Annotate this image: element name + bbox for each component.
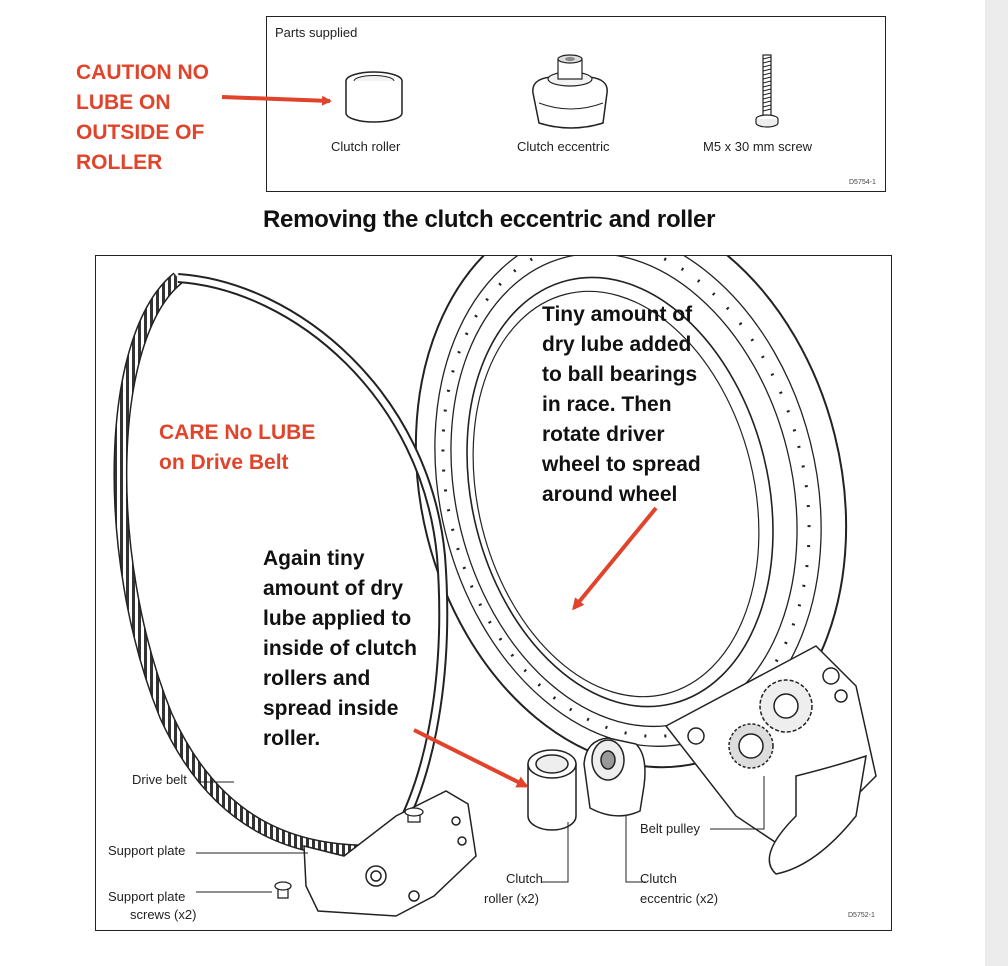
roller-note: Again tiny amount of dry lube applied to… <box>263 547 418 750</box>
support-plate-screws-label-line2: screws (x2) <box>130 907 197 922</box>
clutch-roller <box>527 749 577 831</box>
drive-belt-label: Drive belt <box>132 772 187 787</box>
caution-arrow <box>221 95 332 106</box>
clutch-eccentric <box>583 737 646 817</box>
parts-panel-title: Parts supplied <box>275 25 358 40</box>
roller-arrow <box>413 728 529 788</box>
diagram-ref-code: D5752-1 <box>848 912 875 919</box>
label-leaders <box>196 776 765 893</box>
bearing-note: Tiny amount of dry lube added to ball be… <box>542 303 701 506</box>
belt-pulley-label: Belt pulley <box>640 821 700 836</box>
screw-label: M5 x 30 mm screw <box>703 139 813 154</box>
belt-pulley <box>664 645 877 875</box>
clutch-roller-label-line2: roller (x2) <box>484 891 539 906</box>
clutch-roller-icon <box>345 71 403 123</box>
clutch-eccentric-label-line1: Clutch <box>640 871 677 886</box>
support-plate-screws <box>274 807 424 899</box>
caution-note: CAUTION NO LUBE ON OUTSIDE OF ROLLER <box>76 61 209 174</box>
diagram-panel: CARE No LUBE on Drive Belt Tiny amount o… <box>95 255 892 931</box>
screw-icon <box>755 54 779 128</box>
drive-wheel <box>414 256 848 769</box>
support-plate-label: Support plate <box>108 843 186 858</box>
bearing-arrow <box>572 506 658 611</box>
parts-panel-ref-code: D5754-1 <box>849 179 876 186</box>
clutch-roller-label-line1: Clutch <box>506 871 543 886</box>
clutch-roller-label: Clutch roller <box>331 139 401 154</box>
section-heading: Removing the clutch eccentric and roller <box>263 206 716 233</box>
parts-supplied-panel: Parts supplied Clutch roller Clutch ecce… <box>266 16 886 192</box>
clutch-eccentric-icon <box>532 54 608 129</box>
support-plate-screws-label-line1: Support plate <box>108 889 186 904</box>
support-plate <box>303 790 477 917</box>
clutch-eccentric-label: Clutch eccentric <box>517 139 610 154</box>
page-edge-strip <box>985 0 1008 966</box>
drive-belt <box>113 272 449 859</box>
clutch-eccentric-label-line2: eccentric (x2) <box>640 891 719 906</box>
care-note: CARE No LUBE on Drive Belt <box>159 421 316 474</box>
exploded-drive-diagram <box>113 256 877 917</box>
